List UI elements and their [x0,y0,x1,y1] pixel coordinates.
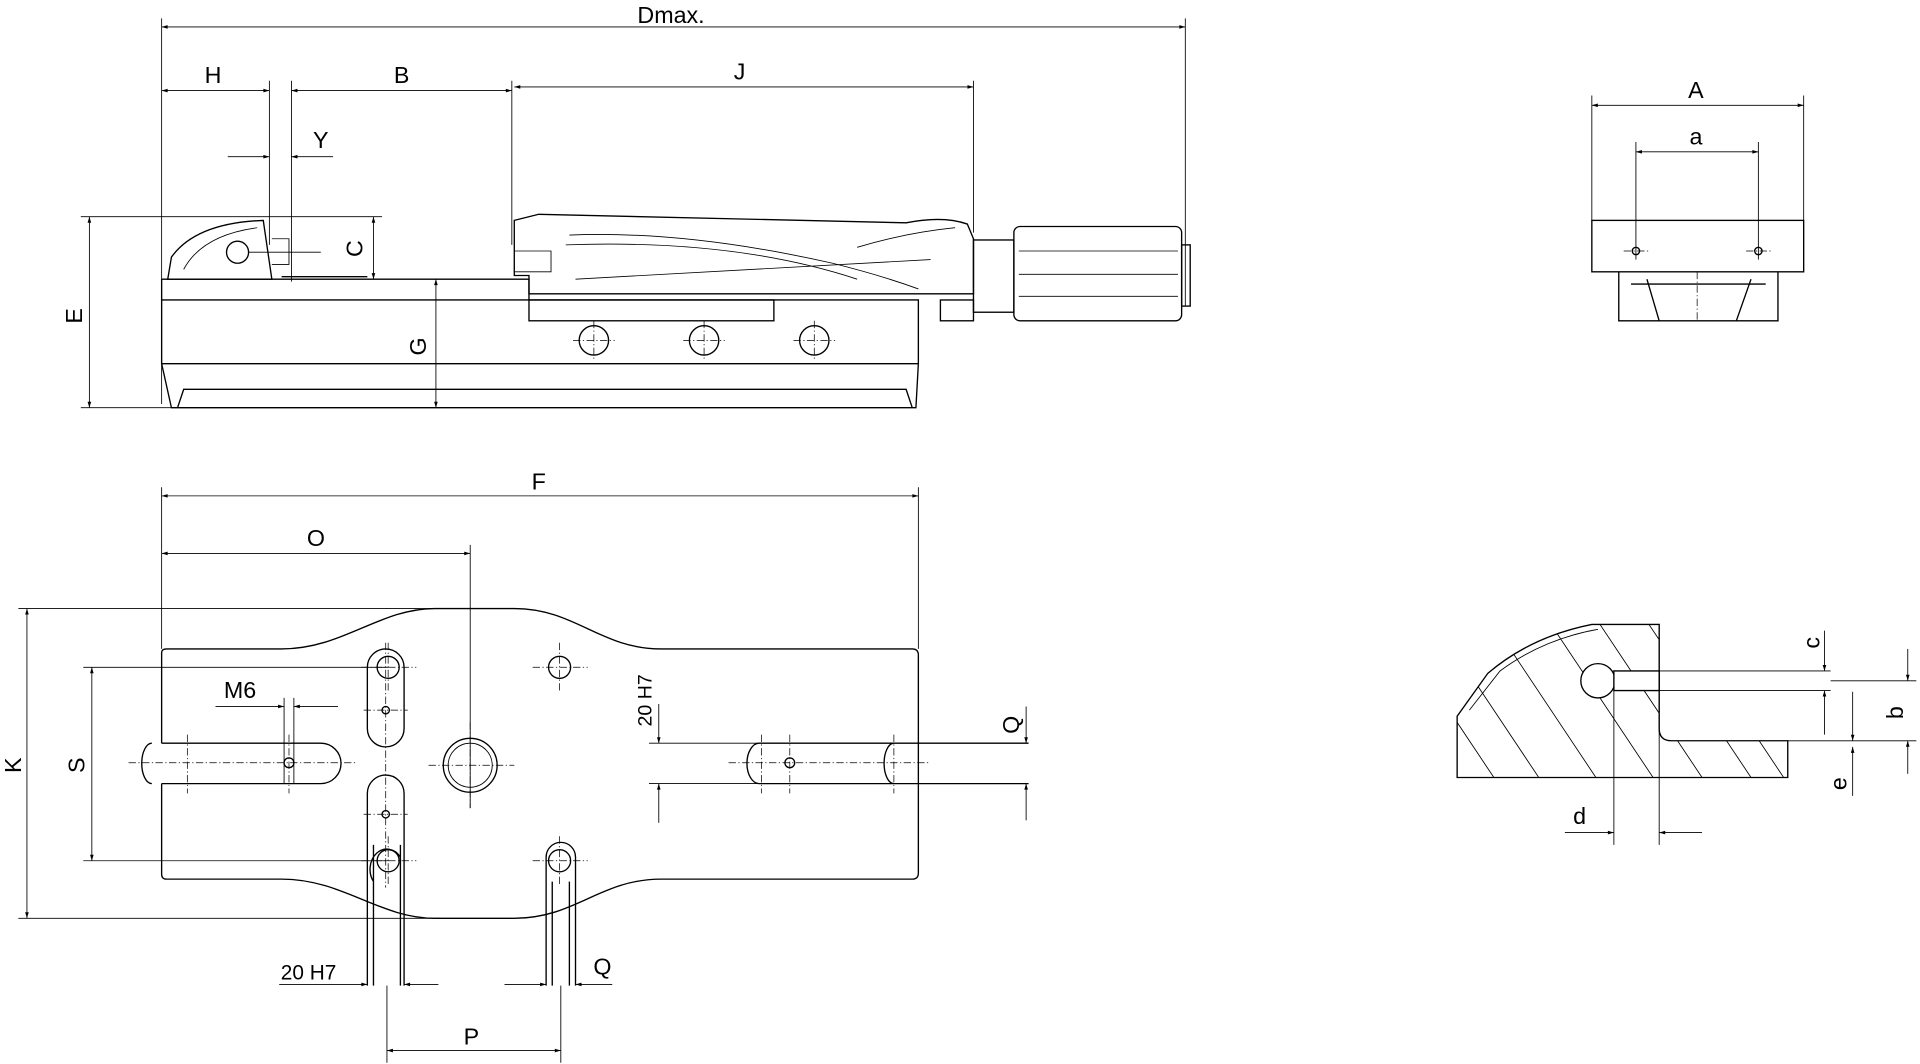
label-b-lower: b [1882,706,1908,719]
detail-section: c b e d [1456,623,1917,845]
label-s: S [63,757,89,773]
label-o: O [307,525,325,551]
label-k: K [0,757,26,773]
label-e: E [61,308,87,324]
bottom-view: F O K S M6 20 H7 Q 20 H7 Q P [0,469,1029,1063]
label-h: H [205,62,222,88]
label-q-right: Q [998,716,1024,734]
label-p: P [464,1023,480,1049]
label-d-lower: d [1573,803,1586,829]
label-e-lower: e [1826,777,1852,790]
end-view: A a [1591,77,1805,322]
label-j: J [734,59,746,85]
side-view: Dmax. H B J Y E C G [61,2,1191,409]
label-a-upper: A [1688,77,1704,103]
label-dmax: Dmax. [637,2,704,28]
label-20h7-vertical: 20 H7 [634,674,656,726]
label-b: B [394,62,410,88]
label-q-bottom: Q [593,954,611,980]
label-g: G [405,337,431,355]
label-y: Y [313,127,329,153]
label-c: C [341,240,367,257]
label-a-lower: a [1689,123,1702,149]
label-m6: M6 [224,677,256,703]
label-f: F [532,469,546,495]
label-20h7-bottom: 20 H7 [281,962,337,985]
label-c-lower: c [1799,637,1825,649]
